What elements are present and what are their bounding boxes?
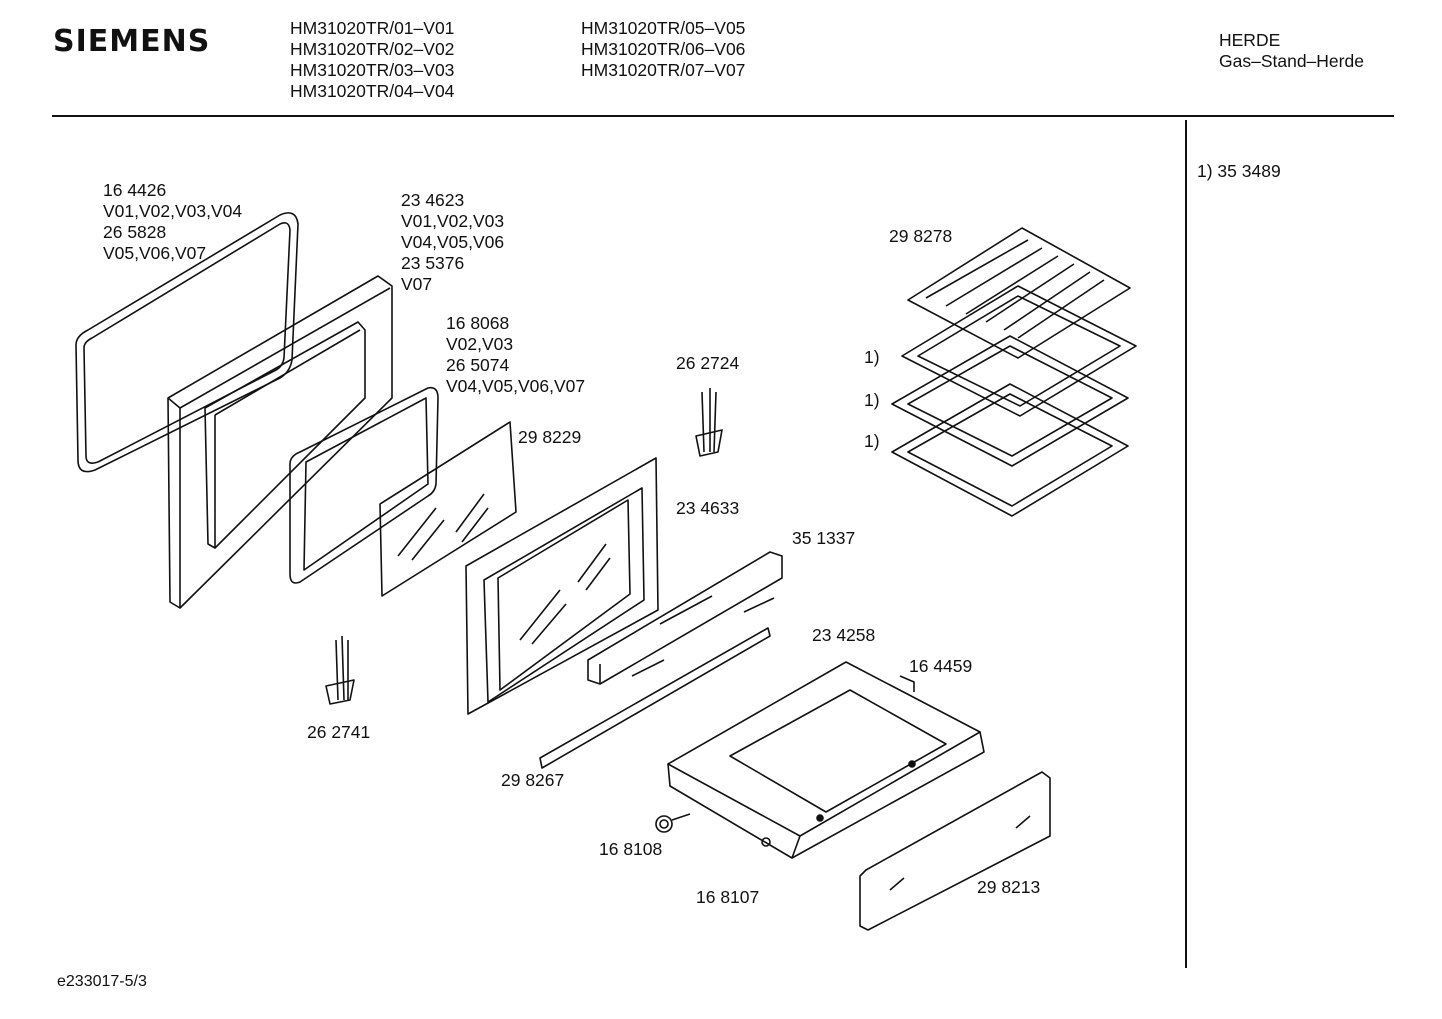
part-label-hinge-left: 26 2741 (307, 722, 371, 742)
model-list-left: HM31020TR/01–V01 HM31020TR/02–V02 HM3102… (290, 18, 454, 102)
part-label-bracket: 16 4459 (909, 656, 973, 676)
baking-tray-3 (891, 383, 1129, 517)
inner-door-frame (167, 275, 393, 609)
tray-ref-marker: 1) (864, 390, 880, 410)
part-label-inner-door-frame: 23 4623 V01,V02,V03 V04,V05,V06 23 5376 … (401, 190, 505, 294)
category-title: HERDE (1219, 30, 1281, 50)
inner-glass-panel (289, 386, 439, 584)
part-label-trim-strip: 29 8267 (501, 770, 565, 790)
model-item: HM31020TR/06–V06 (581, 39, 746, 59)
door-hinge-right (695, 388, 723, 457)
part-label-screw: 16 8107 (696, 887, 760, 907)
door-seal-gasket (75, 212, 299, 473)
fixing-screw (761, 837, 771, 847)
model-item: HM31020TR/03–V03 (290, 60, 455, 80)
model-item: HM31020TR/07–V07 (581, 60, 746, 80)
part-label-outer-door: 23 4633 (676, 498, 740, 518)
drawer-front-panel (859, 771, 1051, 931)
part-label-hinge-right: 26 2724 (676, 353, 740, 373)
exploded-view-drawing (75, 212, 1137, 931)
model-item: HM31020TR/01–V01 (290, 18, 455, 38)
header-divider (52, 115, 1394, 117)
footnote: 1) 35 3489 (1197, 161, 1281, 181)
door-hinge-left (325, 635, 355, 705)
part-label-inner-glass: 16 8068 V02,V03 26 5074 V04,V05,V06,V07 (446, 313, 586, 396)
part-label-door-seal: 16 4426 V01,V02,V03,V04 26 5828 V05,V06,… (103, 180, 243, 263)
tray-ref-marker: 1) (864, 431, 880, 451)
column-divider (1185, 120, 1187, 968)
part-label-drawer: 23 4258 (812, 625, 876, 645)
model-item: HM31020TR/04–V04 (290, 81, 455, 101)
part-label-drawer-front: 29 8213 (977, 877, 1041, 897)
category-subtitle: Gas–Stand–Herde (1219, 51, 1364, 71)
model-item: HM31020TR/02–V02 (290, 39, 455, 59)
outer-door-panel (465, 457, 659, 715)
baking-tray-1 (901, 285, 1137, 417)
glass-pane (379, 421, 517, 597)
part-label-glass-pane: 29 8229 (518, 427, 582, 447)
wire-grill-rack (907, 227, 1131, 359)
part-label-grill-rack: 29 8278 (889, 226, 953, 246)
part-label-handle: 35 1337 (792, 528, 856, 548)
brand-logo: SIEMENS (53, 24, 211, 59)
door-handle (587, 551, 783, 685)
model-item: HM31020TR/05–V05 (581, 18, 746, 38)
part-label-roller: 16 8108 (599, 839, 663, 859)
trim-strip (539, 627, 771, 769)
storage-drawer (667, 661, 985, 859)
baking-tray-2 (891, 335, 1129, 467)
drawer-roller (655, 813, 691, 833)
document-reference: e233017-5/3 (57, 973, 147, 990)
model-list-right: HM31020TR/05–V05 HM31020TR/06–V06 HM3102… (581, 18, 745, 81)
category-block: HERDE Gas–Stand–Herde (1219, 30, 1364, 72)
tray-ref-marker: 1) (864, 347, 880, 367)
